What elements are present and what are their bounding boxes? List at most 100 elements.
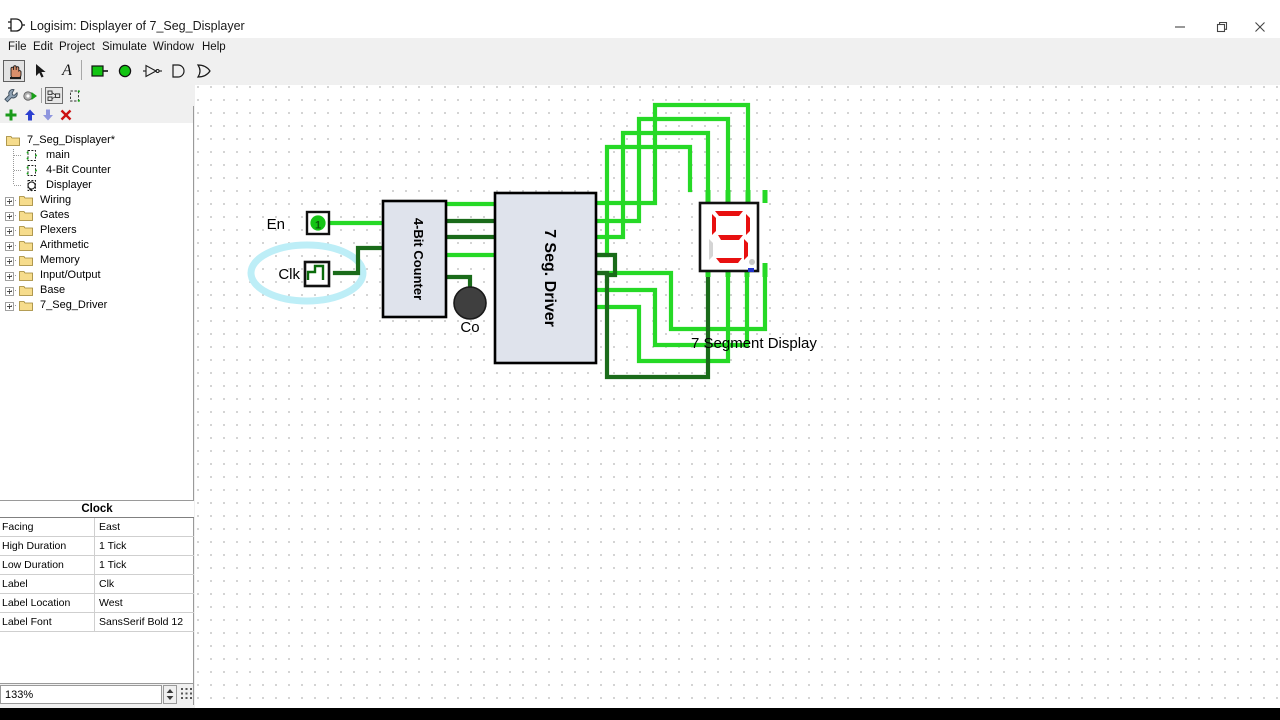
wire-seg-f	[593, 272, 750, 348]
tree-dotline	[14, 170, 22, 171]
property-row-label[interactable]: Label Clk	[0, 575, 194, 594]
output-pin-tool-button[interactable]	[115, 60, 137, 82]
tree-item-label: Base	[40, 284, 66, 296]
text-tool-button[interactable]: A	[62, 62, 72, 79]
carry-out-led[interactable]	[453, 286, 487, 320]
property-row-facing[interactable]: Facing East	[0, 518, 194, 537]
tree-connector	[13, 149, 14, 185]
tree-item-label: Wiring	[40, 194, 72, 206]
circuit-icon	[26, 149, 39, 162]
logic-gate-icon	[8, 18, 26, 32]
property-value[interactable]: East	[99, 521, 121, 533]
subtoolbar-separator	[41, 88, 42, 103]
folder-icon	[19, 300, 33, 311]
close-icon[interactable]	[1244, 14, 1276, 40]
tree-dotline	[9, 230, 17, 231]
seven-segment-display[interactable]	[698, 190, 768, 277]
select-tool-button[interactable]	[30, 60, 52, 82]
tree-dotline	[14, 185, 22, 186]
expander-icon[interactable]	[5, 271, 14, 281]
display-dp-pin	[748, 268, 754, 272]
minimize-icon[interactable]	[1158, 14, 1202, 40]
tree-item-label: Memory	[40, 254, 80, 266]
property-name: Label Location	[0, 594, 95, 612]
property-value[interactable]: 1 Tick	[99, 540, 127, 552]
restore-icon[interactable]	[1200, 14, 1244, 40]
x-icon[interactable]	[58, 107, 74, 122]
window-title: Logisim: Displayer of 7_Seg_Displayer	[30, 19, 245, 33]
property-value[interactable]: Clk	[99, 578, 115, 590]
explorer-toolbar	[0, 85, 195, 106]
menu-window[interactable]: Window	[153, 41, 194, 53]
folder-icon	[19, 270, 33, 281]
poke-tool-button[interactable]	[3, 60, 25, 82]
circuit-view-icon[interactable]	[45, 87, 63, 104]
letterbox	[0, 708, 1280, 720]
zoom-level-field[interactable]: 133%	[0, 685, 162, 704]
arrow-up-icon[interactable]	[22, 107, 38, 122]
property-row-label-location[interactable]: Label Location West	[0, 594, 194, 613]
property-row-high-duration[interactable]: High Duration 1 Tick	[0, 537, 194, 556]
menu-project[interactable]: Project	[59, 41, 95, 53]
en-pin-label: En	[267, 216, 285, 233]
menu-file[interactable]: File	[8, 41, 27, 53]
segment-g	[718, 235, 743, 240]
expander-icon[interactable]	[5, 256, 14, 266]
wire-common-a	[593, 270, 610, 284]
tree-item-label: Plexers	[40, 224, 77, 236]
gear-play-icon[interactable]	[21, 87, 39, 104]
folder-icon	[19, 210, 33, 221]
menu-simulate[interactable]: Simulate	[102, 41, 147, 53]
folder-icon	[19, 195, 33, 206]
en-input-pin[interactable]: 1	[305, 210, 331, 236]
expander-icon[interactable]	[5, 196, 14, 206]
property-value[interactable]: SansSerif Bold 12	[99, 616, 184, 628]
wire-seg-e	[593, 270, 768, 332]
expander-icon[interactable]	[5, 286, 14, 296]
plus-icon[interactable]	[3, 107, 19, 122]
wrench-icon[interactable]	[2, 87, 20, 104]
toolbar-separator	[81, 60, 82, 80]
tree-item-label: Gates	[40, 209, 70, 221]
tree-item-label: 4-Bit Counter	[46, 164, 111, 176]
property-row-label-font[interactable]: Label Font SansSerif Bold 12	[0, 613, 194, 632]
segment-a	[715, 211, 743, 216]
property-value[interactable]: 1 Tick	[99, 559, 127, 571]
zoom-spinner[interactable]	[163, 685, 177, 704]
tree-item-label: Displayer	[46, 179, 92, 191]
tree-item-label: main	[46, 149, 70, 161]
wire-common	[604, 272, 711, 380]
decimal-point-segment	[749, 259, 755, 265]
tree-dotline	[9, 200, 17, 201]
property-name: Label Font	[0, 613, 95, 631]
seven-seg-driver-subcircuit[interactable]: 7 Seg. Driver	[493, 191, 598, 365]
clock-waveform-icon	[306, 264, 325, 280]
grid-icon[interactable]	[180, 687, 193, 701]
folder-icon	[19, 225, 33, 236]
input-pin-tool-button[interactable]	[89, 60, 111, 82]
tree-dotline	[9, 290, 17, 291]
or-gate-tool-button[interactable]	[193, 60, 215, 82]
and-gate-tool-button[interactable]	[167, 60, 189, 82]
counter-label: 4-Bit Counter	[411, 218, 426, 300]
expander-icon[interactable]	[5, 226, 14, 236]
arrow-down-icon[interactable]	[40, 107, 56, 122]
property-row-low-duration[interactable]: Low Duration 1 Tick	[0, 556, 194, 575]
not-gate-tool-button[interactable]	[142, 60, 164, 82]
clock-component[interactable]	[303, 260, 331, 288]
menu-help[interactable]: Help	[202, 41, 226, 53]
segment-e	[709, 239, 713, 260]
project-tree: 7_Seg_Displayer* main	[0, 125, 193, 495]
expander-icon[interactable]	[5, 211, 14, 221]
tree-item-label: Arithmetic	[40, 239, 89, 251]
wire-common-stub	[593, 252, 618, 278]
carry-out-label: Co	[460, 319, 479, 336]
property-value[interactable]: West	[99, 597, 123, 609]
menu-edit[interactable]: Edit	[33, 41, 53, 53]
appearance-icon[interactable]	[66, 87, 84, 104]
counter-subcircuit[interactable]: 4-Bit Counter	[381, 199, 448, 319]
expander-icon[interactable]	[5, 241, 14, 251]
circuit-canvas[interactable]: 1 En Clk 4-Bit Counter Co 7 Seg.	[195, 85, 1280, 708]
expander-icon[interactable]	[5, 301, 14, 311]
tree-dotline	[9, 215, 17, 216]
